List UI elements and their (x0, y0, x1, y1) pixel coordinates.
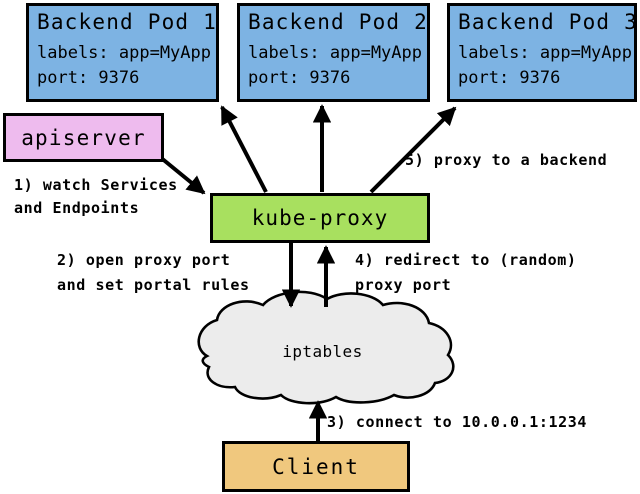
annotation-line: proxy port (355, 276, 452, 294)
apiserver-label: apiserver (21, 125, 146, 150)
annotation-step-5: 5) proxy to a backend (405, 148, 607, 173)
annotation-step-1: 1) watch Services and Endpoints (14, 174, 178, 220)
annotation-line: 2) open proxy port (57, 251, 231, 269)
pod-title: Backend Pod 2 (248, 10, 428, 34)
iptables-cloud-shape (197, 290, 455, 405)
arrow-kubeproxy-to-pod1 (220, 105, 268, 193)
kube-proxy-box: kube-proxy (210, 193, 430, 243)
arrow-apiserver-to-kubeproxy (158, 155, 206, 195)
pod-port: port: 9376 (248, 68, 351, 88)
pod-title: Backend Pod 1 (37, 10, 217, 34)
annotation-line: and set portal rules (57, 276, 250, 294)
backend-pod-3: Backend Pod 3 labels: app=MyApp port: 93… (447, 3, 637, 102)
pod-labels: labels: app=MyApp (248, 43, 422, 63)
pod-port: port: 9376 (458, 68, 561, 88)
pod-title: Backend Pod 3 (458, 10, 638, 34)
annotation-step-3: 3) connect to 10.0.0.1:1234 (327, 410, 587, 435)
apiserver-box: apiserver (3, 113, 164, 162)
kube-proxy-label: kube-proxy (251, 206, 389, 230)
annotation-line: and Endpoints (14, 199, 140, 217)
backend-pod-1: Backend Pod 1 labels: app=MyApp port: 93… (26, 3, 219, 102)
iptables-label: iptables (282, 342, 363, 361)
annotation-line: 1) watch Services (14, 176, 178, 194)
pod-port: port: 9376 (37, 68, 140, 88)
arrow-kubeproxy-to-pod3 (369, 106, 457, 194)
annotation-line: 3) connect to 10.0.0.1:1234 (327, 413, 588, 431)
client-box: Client (222, 441, 410, 492)
client-label: Client (272, 454, 360, 479)
backend-pod-2: Backend Pod 2 labels: app=MyApp port: 93… (237, 3, 430, 102)
annotation-step-2: 2) open proxy port and set portal rules (57, 248, 250, 298)
pod-labels: labels: app=MyApp (37, 43, 211, 63)
annotation-step-4: 4) redirect to (random) proxy port (355, 248, 577, 298)
annotation-line: 4) redirect to (random) (355, 251, 577, 269)
annotation-line: 5) proxy to a backend (405, 151, 608, 169)
pod-labels: labels: app=MyApp (458, 43, 632, 63)
